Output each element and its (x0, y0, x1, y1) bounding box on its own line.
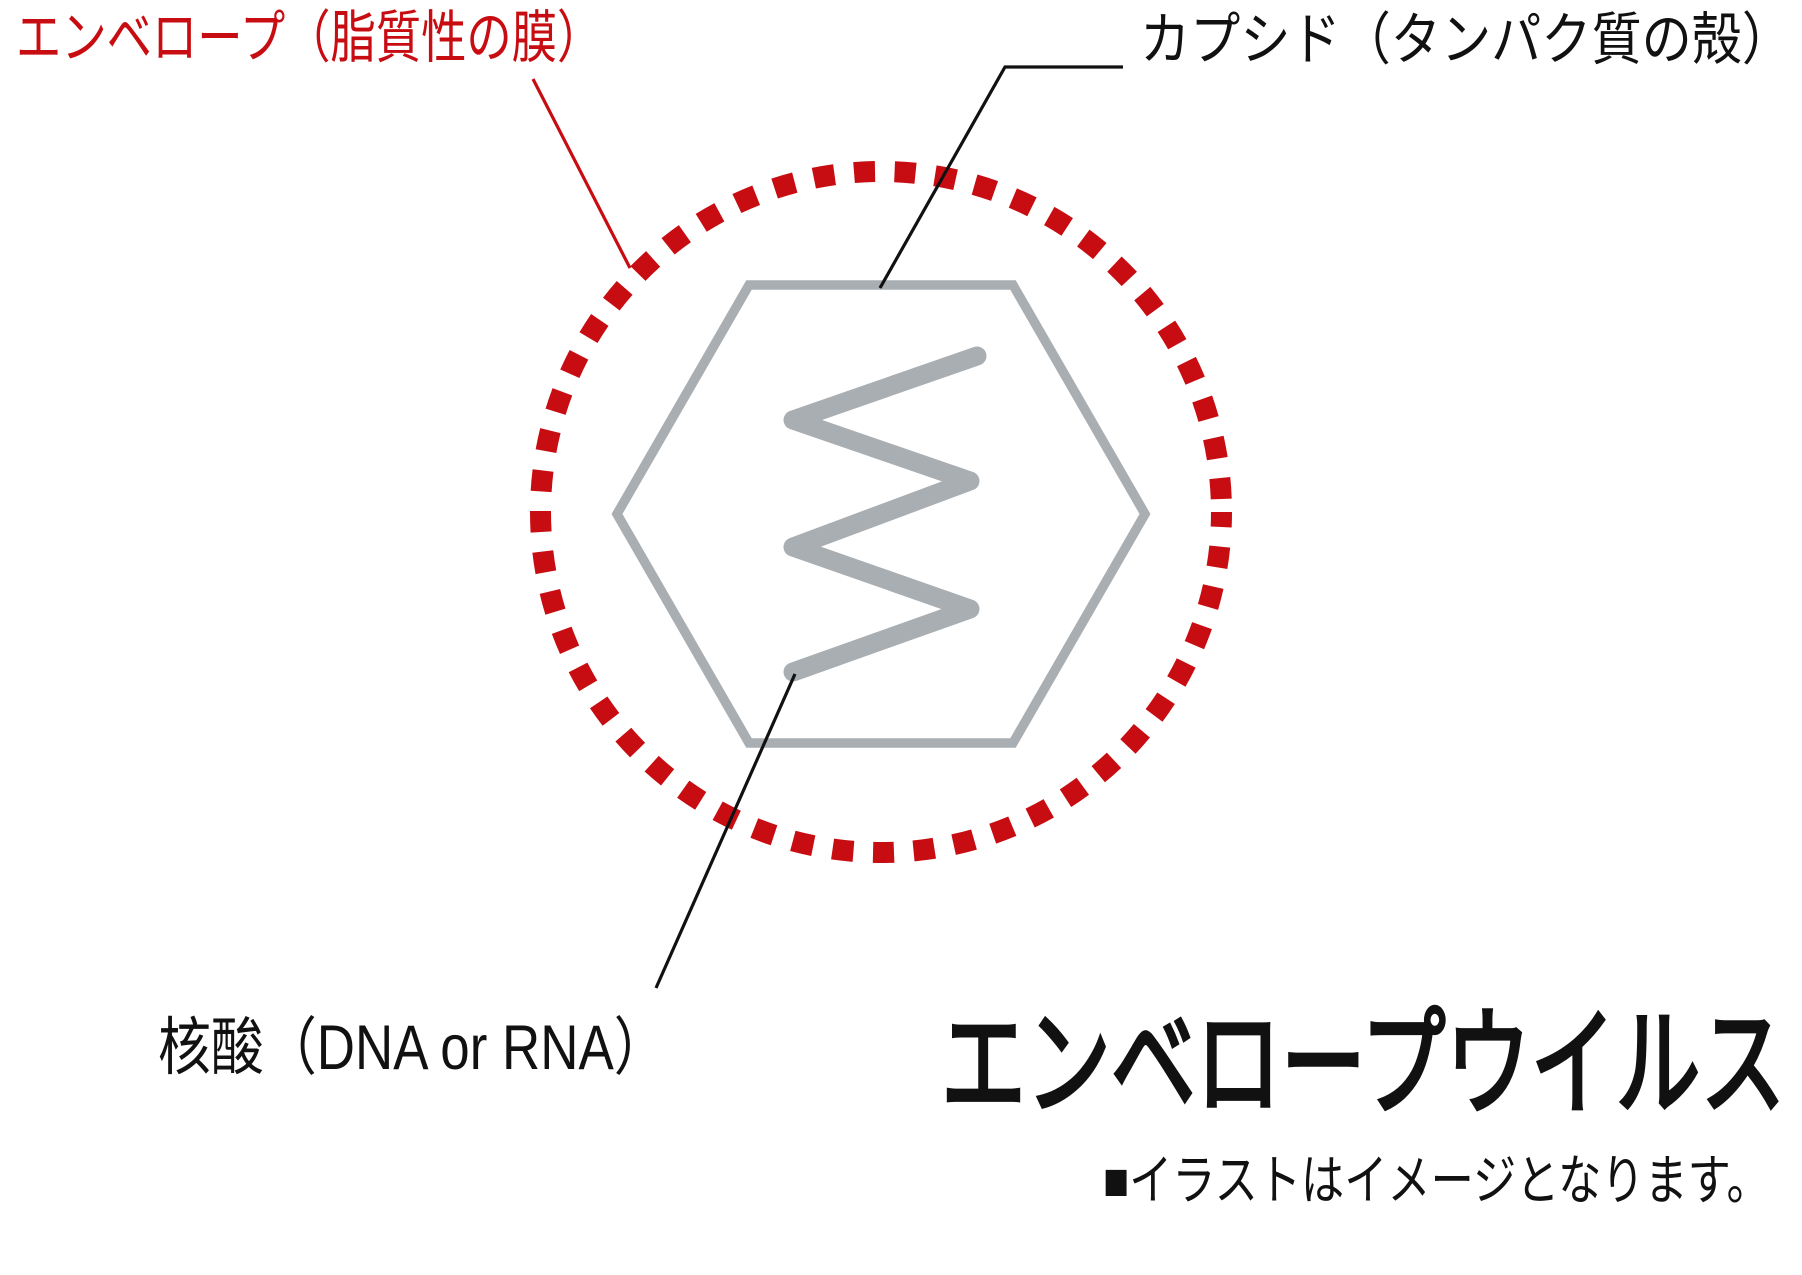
envelope-leader-line (531, 78, 632, 269)
capsid-label: カプシド（タンパク質の殻） (1140, 8, 1793, 72)
illustration-disclaimer-note: ■イラストはイメージとなります。 (1103, 1151, 1770, 1211)
envelope-dotted-circle-icon (530, 161, 1232, 863)
diagram-title: エンベロープウイルス (941, 999, 1786, 1131)
envelope-label: エンベロープ（脂質性の膜） (16, 6, 603, 70)
capsid-leader-line (878, 65, 1123, 289)
nucleic-acid-label: 核酸（DNA or RNA） (158, 1013, 667, 1083)
nucleic-acid-zigzag-icon (783, 346, 987, 682)
nucleic-acid-leader-line (654, 673, 797, 989)
